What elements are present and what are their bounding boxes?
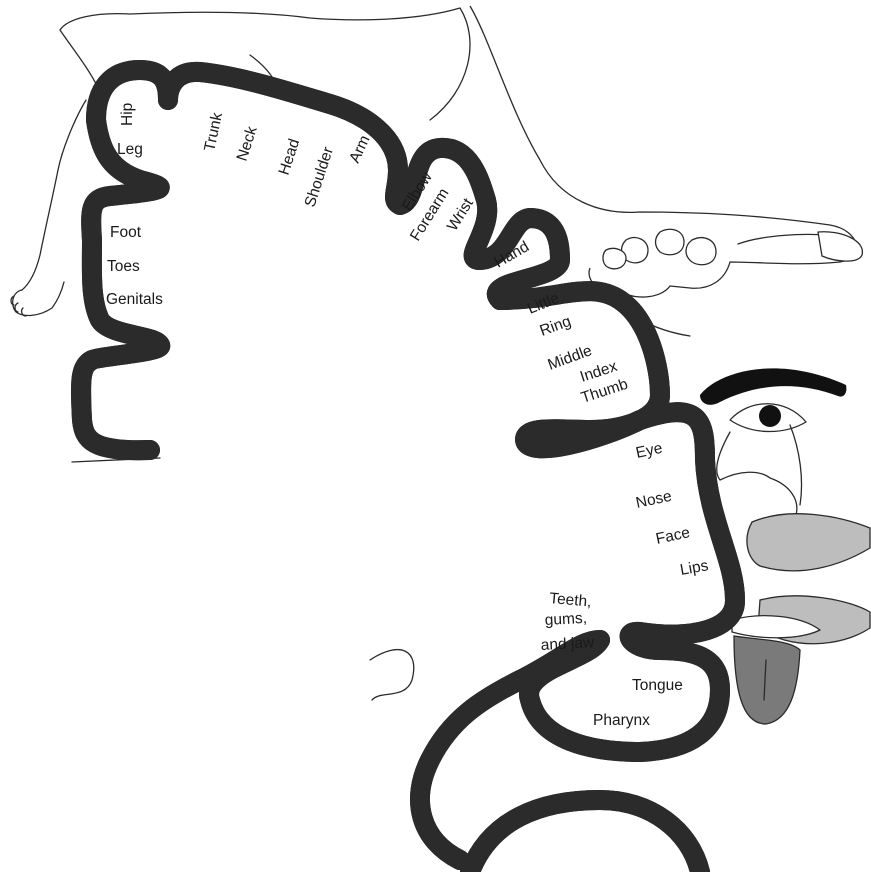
label-ring: Ring (538, 313, 574, 340)
label-teeth-line2: gums, (544, 610, 587, 629)
label-neck: Neck (234, 124, 261, 163)
pupil (759, 405, 781, 427)
label-tongue: Tongue (632, 677, 683, 694)
label-genitals: Genitals (106, 291, 163, 308)
label-foot: Foot (110, 224, 142, 241)
labels: Hip Leg Trunk Neck Head Shoulder Arm Elb… (106, 103, 710, 729)
label-trunk: Trunk (201, 111, 226, 153)
label-lips: Lips (679, 557, 710, 579)
label-teeth-line1: Teeth, (549, 590, 593, 611)
label-head: Head (276, 137, 304, 178)
label-eye: Eye (634, 440, 664, 462)
label-pharynx: Pharynx (593, 712, 650, 729)
label-leg: Leg (117, 141, 143, 158)
label-teeth-line3: and jaw (540, 634, 595, 654)
label-shoulder: Shoulder (302, 145, 337, 209)
label-hip: Hip (119, 103, 136, 126)
label-toes: Toes (107, 258, 140, 275)
label-arm: Arm (346, 133, 373, 166)
cortex-band (72, 70, 735, 872)
upper-lip (747, 514, 870, 571)
tongue (734, 636, 800, 724)
label-face: Face (654, 524, 691, 548)
eyebrow (700, 368, 846, 404)
label-wrist: Wrist (444, 195, 477, 234)
label-nose: Nose (634, 488, 673, 512)
